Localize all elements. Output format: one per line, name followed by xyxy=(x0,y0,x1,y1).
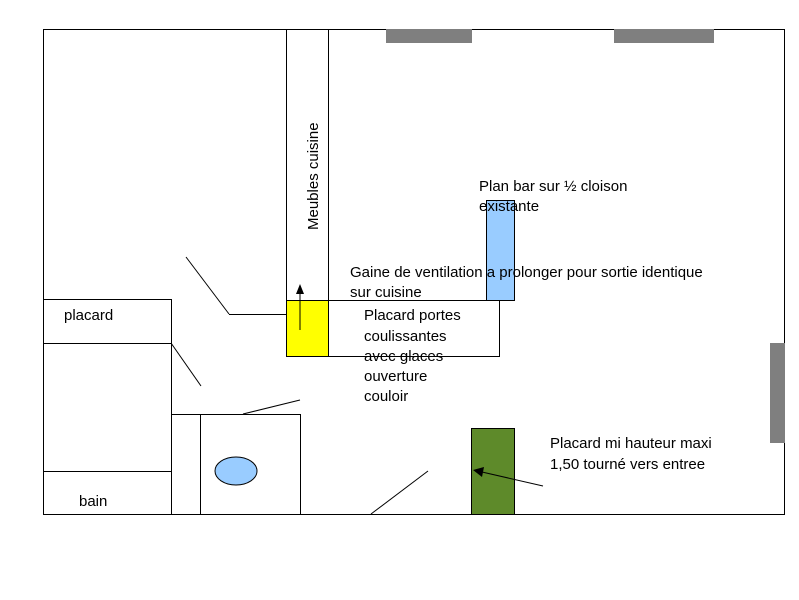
window-right xyxy=(770,343,785,443)
closet-label: placard xyxy=(64,307,113,324)
ventilation-arrow-head xyxy=(296,284,304,294)
door-swing-3 xyxy=(242,399,301,415)
half-height-closet-label-line1: Placard mi hauteur maxi xyxy=(550,435,712,452)
bar-label-line1: Plan bar sur ½ cloison xyxy=(479,178,627,195)
door-swing-1 xyxy=(185,256,230,315)
sliding-closet-label-line5: couloir xyxy=(364,388,408,405)
ventilation-label-line1: Gaine de ventilation a prolonger pour so… xyxy=(350,264,703,281)
door-swing-2 xyxy=(170,342,202,387)
door-swing-entry xyxy=(370,470,429,515)
kitchen-furniture-label: Meubles cuisine xyxy=(305,122,322,230)
bath-label: bain xyxy=(79,493,107,510)
ventilation-duct xyxy=(286,300,329,357)
half-height-closet-arrow-shaft xyxy=(481,471,544,487)
bar-label-line2: existante xyxy=(479,198,539,215)
sliding-closet-label-line2: coulissantes xyxy=(364,328,447,345)
window-top-right xyxy=(614,29,714,43)
bar-counter xyxy=(486,200,515,301)
sliding-closet-label-line1: Placard portes xyxy=(364,307,461,324)
sliding-closet-label-line3: avec glaces xyxy=(364,348,443,365)
sliding-closet-label-line4: ouverture xyxy=(364,368,427,385)
half-height-closet-arrow-head xyxy=(473,467,484,477)
sliding-door-closet xyxy=(328,300,500,357)
washbasin xyxy=(214,456,258,486)
window-top-left xyxy=(386,29,472,43)
ventilation-label-line2: sur cuisine xyxy=(350,284,422,301)
half-height-closet-label-line2: 1,50 tourné vers entree xyxy=(550,456,705,473)
